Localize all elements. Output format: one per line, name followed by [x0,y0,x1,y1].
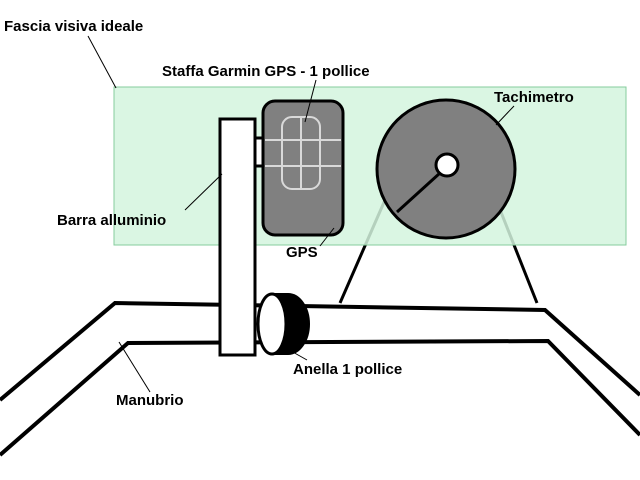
leader-gps [319,227,335,247]
label-ring: Anella 1 pollice [293,361,402,378]
label-viewing-band: Fascia visiva ideale [4,18,143,35]
speedometer-needle [395,171,442,214]
leader-handlebar [118,341,151,393]
leader-ring [290,350,308,361]
handlebar-outer-line [0,300,640,402]
label-aluminum-bar: Barra alluminio [57,212,166,229]
leader-lines [87,35,515,393]
gps-device [261,99,345,237]
garmin-mount-outline [265,116,341,190]
label-gps: GPS [286,244,318,261]
leader-garmin-bracket [304,79,317,123]
leader-speedometer [495,105,515,126]
leader-aluminum-bar [184,173,223,211]
speedometer-hub [434,152,460,178]
label-garmin-bracket: Staffa Garmin GPS - 1 pollice [162,63,370,80]
leader-viewing-band [87,35,117,89]
ring-clamp [256,292,310,356]
handlebar-inner-line [0,338,640,457]
label-speedometer: Tachimetro [494,89,574,106]
aluminum-bar [218,117,257,357]
viewing-band [113,86,627,246]
label-handlebar: Manubrio [116,392,184,409]
